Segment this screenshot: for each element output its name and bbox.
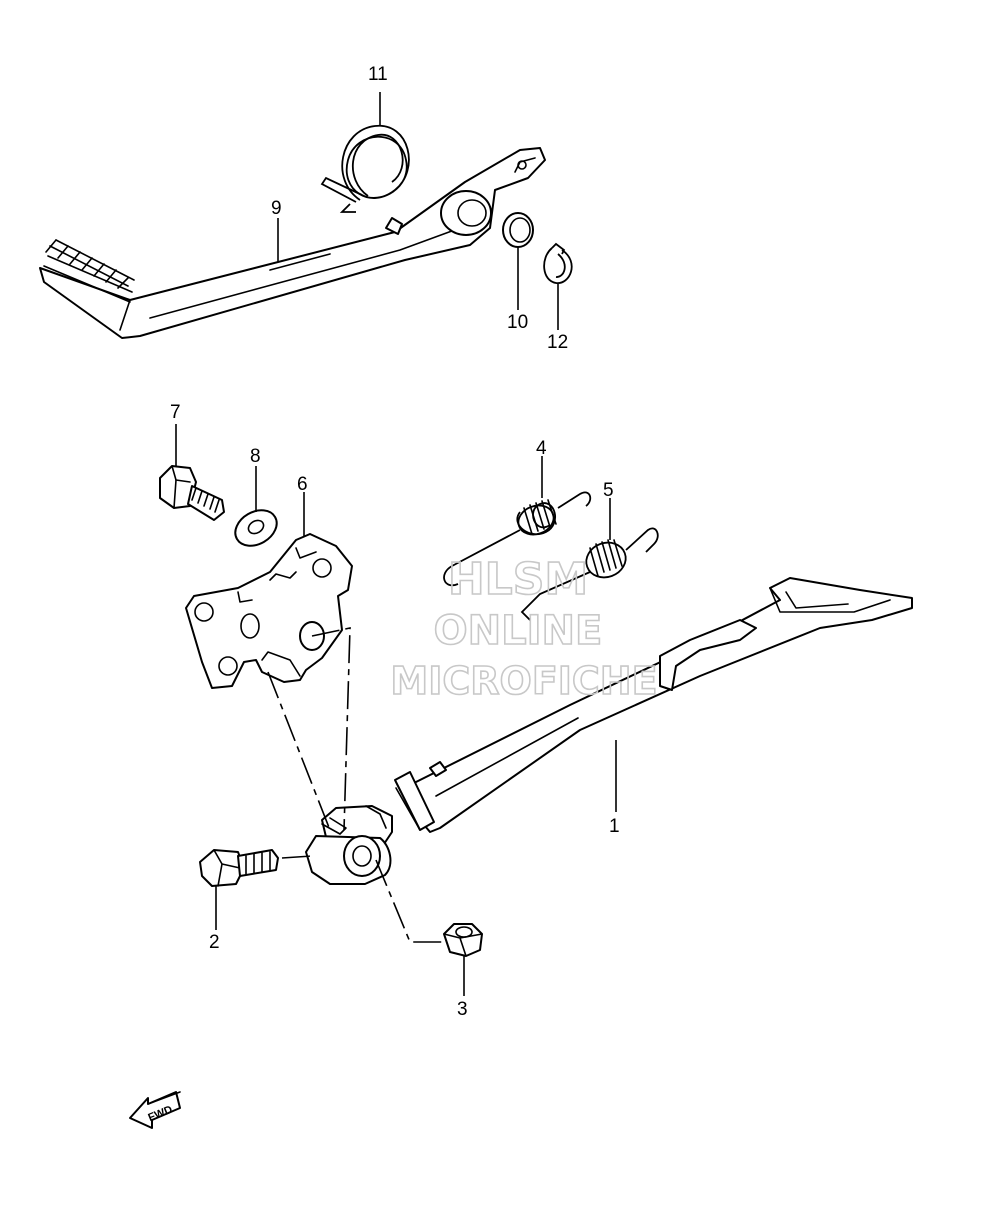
- pedal-grip-ridges: [43, 239, 135, 303]
- brake-pedal[interactable]: [39, 147, 546, 339]
- watermark-line-2: ONLINE: [434, 608, 603, 654]
- leader-lines: [175, 92, 617, 996]
- stand-spring-5[interactable]: [520, 527, 659, 621]
- callout-8: 8: [250, 446, 261, 467]
- callout-6: 6: [297, 474, 308, 495]
- nut-3[interactable]: [443, 923, 483, 957]
- pivot-bolt-2[interactable]: [199, 849, 279, 887]
- stand-spring-4[interactable]: [443, 491, 592, 587]
- fwd-arrow: FWD: [129, 1091, 181, 1129]
- watermark-line-3: MICROFICHE: [390, 659, 657, 703]
- watermark-line-1: HLSM: [448, 554, 588, 605]
- callout-5: 5: [603, 480, 614, 501]
- e-ring-12[interactable]: [543, 242, 573, 284]
- callout-1: 1: [609, 816, 620, 837]
- washer-10[interactable]: [502, 212, 534, 248]
- callout-2: 2: [209, 932, 220, 953]
- callout-11: 11: [368, 64, 388, 85]
- side-stand[interactable]: [305, 577, 913, 885]
- pedal-return-spring[interactable]: [320, 125, 410, 213]
- fwd-arrow-icon: [129, 1091, 181, 1129]
- watermark: HLSM ONLINE MICROFICHE: [390, 553, 659, 704]
- callout-9: 9: [271, 198, 282, 219]
- bracket-6[interactable]: [185, 533, 353, 689]
- callout-labels: 1 2 3 4 5 6 7 8 9 10 11 12: [170, 64, 620, 1020]
- bolt-7[interactable]: [159, 465, 225, 521]
- assembly-lines: [267, 627, 444, 943]
- callout-4: 4: [536, 438, 547, 459]
- washer-8[interactable]: [229, 503, 283, 553]
- callout-7: 7: [170, 402, 181, 423]
- callout-10: 10: [507, 312, 528, 333]
- callout-12: 12: [547, 332, 568, 353]
- callout-3: 3: [457, 999, 468, 1020]
